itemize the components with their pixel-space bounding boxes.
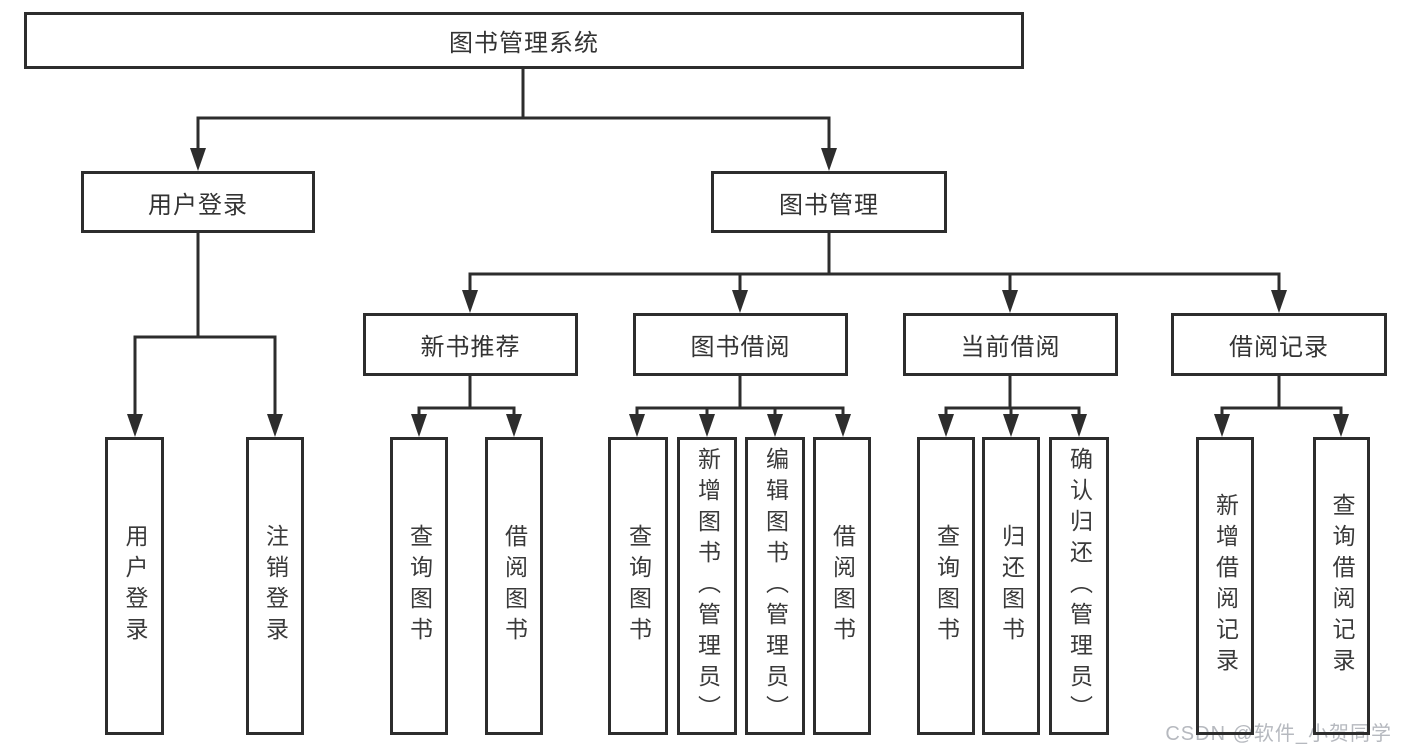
node-label: 图书借阅: [690, 334, 791, 361]
leaf-label: 新增借阅记录: [1212, 493, 1239, 679]
node-book-borrowing: 图书借阅: [633, 313, 848, 376]
leaf-borrow-books: 借阅图书: [813, 437, 871, 735]
leaf-add-book-admin: 新增图书（管理员）: [677, 437, 737, 735]
node-label: 新书推荐: [420, 334, 521, 361]
leaf-query-books-recommend: 查询图书: [390, 437, 448, 735]
node-new-book-recommendation: 新书推荐: [363, 313, 578, 376]
node-borrowing-records: 借阅记录: [1171, 313, 1387, 376]
node-current-borrowing: 当前借阅: [903, 313, 1118, 376]
leaf-label: 查询图书: [933, 524, 960, 648]
leaf-edit-book-admin: 编辑图书（管理员）: [745, 437, 805, 735]
leaf-label: 编辑图书（管理员）: [762, 446, 789, 726]
node-user-login: 用户登录: [81, 171, 315, 233]
node-library-management-system: 图书管理系统: [24, 12, 1024, 69]
leaf-label: 新增图书（管理员）: [694, 446, 721, 726]
node-book-management: 图书管理: [711, 171, 947, 233]
leaf-query-books-borrowing: 查询图书: [608, 437, 668, 735]
leaf-label: 归还图书: [998, 524, 1025, 648]
leaf-query-books-current: 查询图书: [917, 437, 975, 735]
leaf-label: 用户登录: [122, 524, 148, 648]
leaf-confirm-return-admin: 确认归还（管理员）: [1049, 437, 1109, 735]
node-label: 借阅记录: [1229, 334, 1329, 361]
leaf-logout: 注销登录: [246, 437, 304, 735]
leaf-label: 确认归还（管理员）: [1066, 446, 1093, 726]
leaf-label: 借阅图书: [501, 524, 528, 648]
leaf-label: 查询借阅记录: [1329, 493, 1355, 679]
leaf-label: 查询图书: [625, 524, 652, 648]
node-label: 用户登录: [148, 191, 248, 219]
node-label: 当前借阅: [960, 334, 1061, 361]
leaf-borrow-books-recommend: 借阅图书: [485, 437, 543, 735]
leaf-user-login: 用户登录: [105, 437, 164, 735]
leaf-add-borrow-record: 新增借阅记录: [1196, 437, 1254, 735]
leaf-label: 借阅图书: [829, 524, 856, 648]
watermark: CSDN @软件_小贺同学: [1165, 723, 1392, 745]
leaf-query-borrow-record: 查询借阅记录: [1313, 437, 1370, 735]
node-label: 图书管理系统: [449, 30, 599, 57]
node-label: 图书管理: [779, 191, 879, 219]
leaf-label: 查询图书: [406, 524, 433, 648]
leaf-label: 注销登录: [262, 524, 289, 648]
leaf-return-books: 归还图书: [982, 437, 1040, 735]
